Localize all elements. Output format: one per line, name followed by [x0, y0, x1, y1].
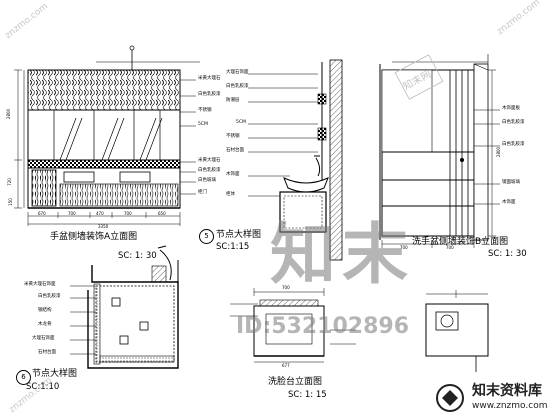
left-dim-height-2: 720: [6, 178, 12, 186]
brand-url[interactable]: www.znzmo.com: [472, 401, 548, 411]
left-dim-total: 3350: [98, 224, 109, 229]
bottom-view-title: 洗脸台立面图: [268, 377, 323, 387]
right-label-3: 白色乳胶漆: [502, 142, 525, 147]
left-dim-1: 670: [38, 211, 46, 216]
left-view-scale: SC: 1: 30: [118, 251, 157, 261]
view6-label-1: 米黄大理石饰面: [24, 282, 56, 287]
left-label-6: 白色乳胶漆: [198, 168, 221, 173]
view6-scale: SC:1:10: [26, 382, 60, 392]
view5-label-3: 防潮层: [226, 98, 240, 103]
right-view-scale: SC: 1: 30: [488, 249, 527, 259]
left-dimensions: [14, 69, 181, 226]
right-dim-1: 700: [400, 245, 408, 250]
view5-label-8: 柜体: [226, 192, 235, 197]
left-wall-upper: [27, 69, 181, 111]
right-label-2: 白色乳胶漆: [502, 120, 525, 125]
right-label-1: 木饰面板: [502, 106, 520, 111]
view-6-joints: [111, 297, 149, 345]
left-dim-5: 650: [158, 211, 166, 216]
bottom-elevation-dims: [253, 288, 325, 363]
bottom-elevation: [230, 288, 356, 363]
left-dim-height: 2800: [6, 108, 12, 120]
right-label-4: 镜面玻璃: [502, 180, 520, 185]
left-plant-carving: [31, 169, 57, 207]
left-cabinet-drawer: [63, 171, 95, 183]
bottom-leaders: [230, 303, 356, 345]
right-dim-2: 700: [446, 245, 454, 250]
left-dim-4: 700: [124, 211, 132, 216]
view6-label-3: 钢结构: [38, 308, 52, 313]
view6-label-4: 木龙骨: [38, 322, 52, 327]
view5-label-5: 不锈钢: [226, 134, 240, 139]
view6-number-bubble: 6: [16, 370, 31, 385]
right-elevation: [379, 54, 500, 248]
left-label-1: 米黄大理石: [198, 76, 221, 81]
view-5-section: [248, 59, 343, 261]
left-label-3: 不锈钢: [198, 108, 212, 113]
left-mirror-panel: [27, 109, 181, 161]
left-dim-3: 470: [96, 211, 104, 216]
watermark-id: ID:532102896: [236, 314, 410, 339]
left-mirror-reflections: [59, 117, 163, 161]
view6-label-2: 白色乳胶漆: [38, 294, 61, 299]
view5-label-7: 木饰面: [226, 172, 240, 177]
brand-icon: [442, 390, 458, 406]
right-view-title: 洗手盆侧墙装饰B立面图: [412, 237, 509, 247]
view5-label-6: 石材台面: [226, 148, 244, 153]
left-panel-dividers: [53, 110, 161, 160]
left-label-2: 白色乳胶漆: [198, 92, 221, 97]
view5-scale: SC:1:15: [216, 242, 250, 252]
right-dim-height: 2800: [496, 146, 502, 158]
view6-label-5: 大理石饰面: [32, 336, 55, 341]
view5-label-1: 大理石饰面: [226, 70, 249, 75]
bottom-right-plan: [425, 290, 489, 372]
view6-title: 节点大样图: [32, 369, 78, 379]
view-6-leaders: [70, 285, 96, 355]
view-6-section: [70, 245, 179, 369]
bottom-dim-1: 700: [282, 285, 290, 290]
bottom-dim-2: 677: [282, 363, 290, 368]
left-view-title: 手盆侧墙装饰A立面图: [50, 232, 138, 242]
right-vertical-slats: [449, 70, 469, 236]
bottom-view-scale: SC: 1: 15: [288, 390, 327, 400]
view5-label-2: 白色乳胶漆: [226, 84, 249, 89]
left-label-7: 白色玻璃: [198, 178, 216, 183]
view-5-leaders: [248, 73, 318, 197]
left-leaders: [180, 79, 196, 195]
right-leaders: [474, 109, 500, 205]
left-elevation: [14, 45, 200, 226]
left-label-4: 5CM: [198, 122, 208, 127]
left-counter-band: [27, 159, 181, 169]
right-label-5: 木饰面: [502, 200, 516, 205]
view5-label-4: 5CM: [236, 120, 246, 125]
view6-label-6: 石材台面: [38, 350, 56, 355]
left-label-8: 柜门: [198, 190, 207, 195]
right-dimensions: [381, 69, 496, 248]
view5-number-bubble: 5: [199, 229, 214, 244]
brand-name[interactable]: 知末资料库: [472, 383, 542, 399]
brand-logo-mark: [428, 378, 558, 418]
left-dim-2: 700: [68, 211, 76, 216]
left-label-5: 米黄大理石: [198, 158, 221, 163]
view5-title: 节点大样图: [216, 230, 262, 240]
left-cabinet-base: [59, 183, 179, 207]
watermark-logo: 知末: [270, 216, 414, 293]
left-cabinet-drawer-2: [119, 171, 151, 183]
left-dim-height-3: 150: [7, 198, 13, 206]
